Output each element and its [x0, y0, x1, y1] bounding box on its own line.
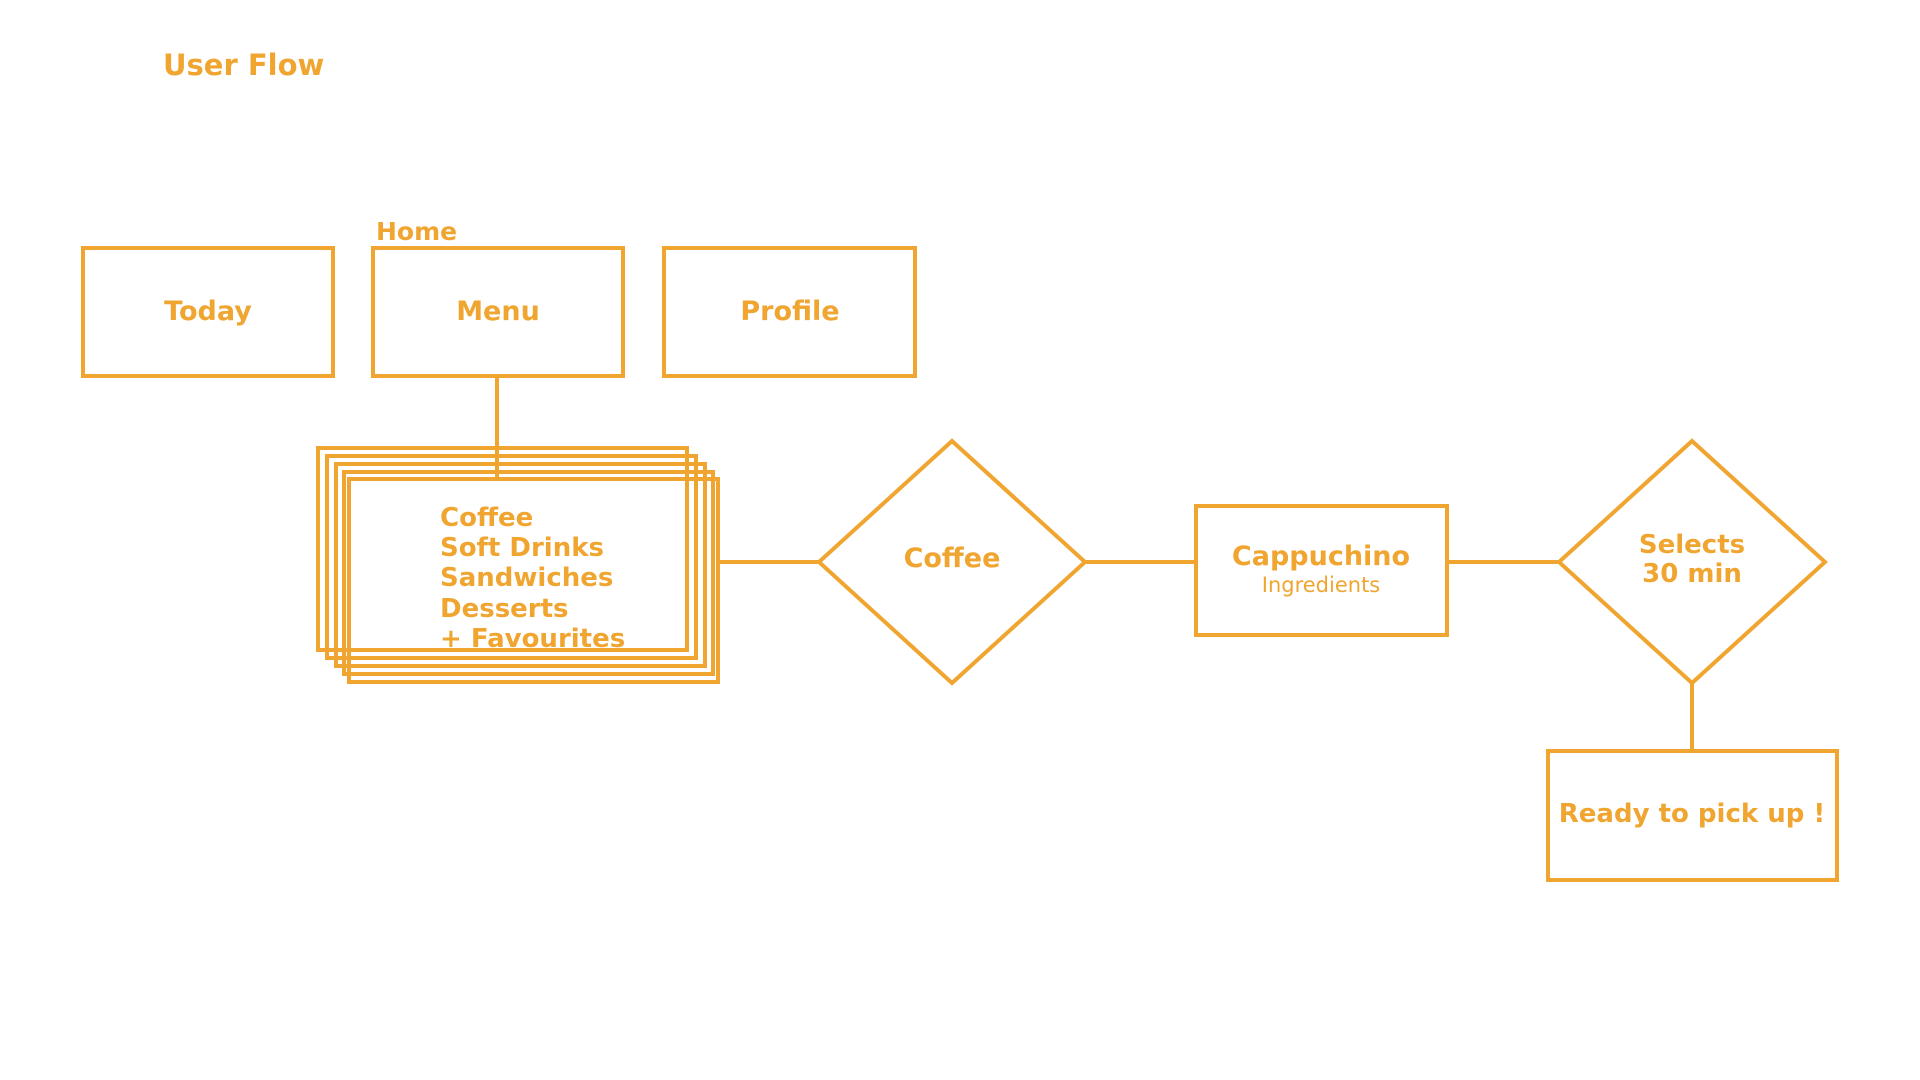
menu-item-sandwiches[interactable]: Sandwiches	[440, 563, 613, 593]
time-decision-line2: 30 min	[1642, 559, 1742, 589]
stack-card-back-2	[325, 454, 698, 660]
profile-node[interactable]: Profile	[662, 246, 917, 378]
stack-card-back-3	[316, 446, 689, 652]
profile-label: Profile	[740, 296, 839, 327]
menu-list-stack[interactable]: Coffee Soft Drinks Sandwiches Desserts +…	[316, 446, 720, 684]
final-node[interactable]: Ready to pick up !	[1546, 749, 1839, 882]
menu-list-card	[347, 477, 720, 684]
product-title: Cappuchino	[1232, 541, 1410, 572]
stack-card-back-1	[334, 462, 707, 668]
time-decision-node[interactable]: Selects 30 min	[1556, 438, 1828, 686]
product-node[interactable]: Cappuchino Ingredients	[1194, 504, 1449, 637]
menu-item-favourites[interactable]: + Favourites	[440, 624, 625, 654]
coffee-decision-node[interactable]: Coffee	[816, 438, 1088, 686]
menu-item-coffee[interactable]: Coffee	[440, 503, 533, 533]
diagram-title: User Flow	[163, 48, 324, 82]
product-subtitle: Ingredients	[1262, 573, 1381, 597]
coffee-decision-label: Coffee	[904, 543, 1001, 574]
today-node[interactable]: Today	[81, 246, 335, 378]
menu-label: Menu	[456, 296, 540, 327]
today-label: Today	[164, 296, 252, 327]
final-label: Ready to pick up !	[1559, 799, 1825, 829]
menu-item-soft-drinks[interactable]: Soft Drinks	[440, 533, 604, 563]
menu-item-desserts[interactable]: Desserts	[440, 594, 569, 624]
time-decision-line1: Selects	[1639, 530, 1745, 560]
stack-card-back-0	[342, 470, 715, 676]
home-label: Home	[376, 217, 457, 246]
menu-node[interactable]: Menu	[371, 246, 625, 378]
